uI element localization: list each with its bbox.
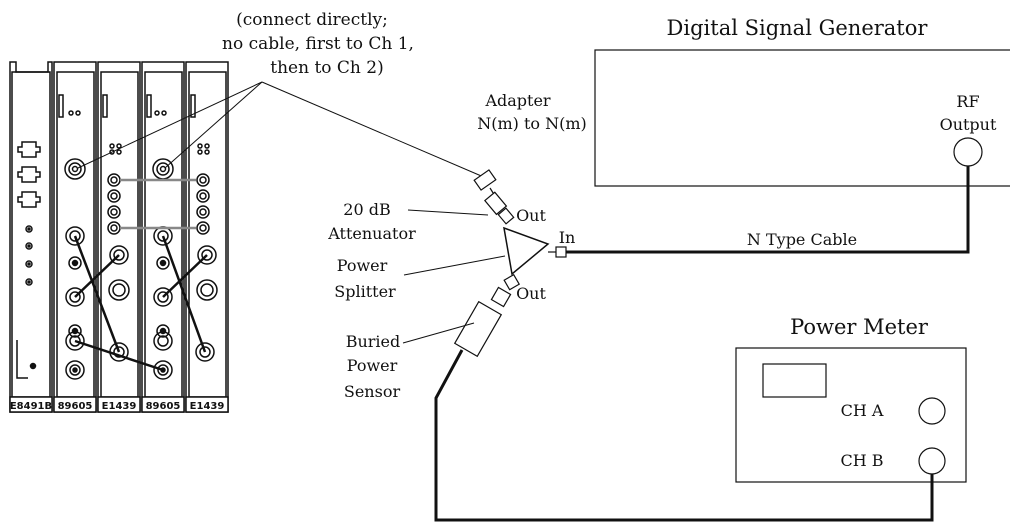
splitter-out-bottom-label: Out — [516, 284, 546, 303]
adapter-label-2: N(m) to N(m) — [477, 114, 587, 133]
signal-generator-box — [594, 49, 1010, 187]
ch-b-connector — [918, 447, 946, 475]
power-meter-title: Power Meter — [790, 315, 929, 339]
module-coax-cables — [73, 235, 208, 372]
module-jumper-cables — [120, 178, 196, 230]
buried-power-sensor — [453, 286, 512, 358]
splitter-in-label: In — [559, 228, 576, 247]
splitter-out-port-bottom — [503, 273, 521, 291]
module-label-1: E8491B — [10, 401, 52, 412]
n-type-cable — [566, 166, 970, 254]
module-label-2: 89605 — [58, 401, 93, 412]
attenuator — [484, 191, 515, 225]
note-leader-lines — [77, 81, 487, 179]
signal-generator-title: Digital Signal Generator — [667, 16, 929, 40]
rf-output-label-1: RF — [956, 92, 979, 111]
sensor-label-2: Power — [347, 356, 398, 375]
rf-output-label-2: Output — [940, 115, 997, 134]
sensor-leader — [402, 322, 475, 344]
splitter-label-1: Power — [337, 256, 388, 275]
module-e1439-b — [185, 61, 229, 413]
ch-b-label: CH B — [840, 451, 883, 470]
module-label-5: E1439 — [190, 401, 225, 412]
module-label-4: 89605 — [146, 401, 181, 412]
vxi-mainframe — [9, 61, 229, 413]
attenuator-leader — [407, 209, 489, 216]
splitter-label-2: Splitter — [334, 282, 396, 301]
note-line-1: (connect directly; — [236, 10, 388, 30]
splitter-out-top-label: Out — [516, 206, 546, 225]
n-type-cable-label: N Type Cable — [747, 230, 857, 249]
module-label-3: E1439 — [102, 401, 137, 412]
note-line-3: then to Ch 2) — [270, 58, 383, 78]
splitter-leader — [403, 255, 506, 276]
attenuator-label-2: Attenuator — [327, 224, 416, 243]
module-e8491b — [9, 61, 53, 413]
power-meter-display — [762, 363, 827, 398]
power-splitter — [503, 226, 550, 276]
power-meter-box — [735, 347, 967, 483]
sensor-cable — [434, 349, 934, 522]
rf-output-connector — [953, 137, 983, 167]
sensor-label-1: Buried — [346, 332, 401, 351]
splitter-in-port — [555, 246, 567, 258]
attenuator-label-1: 20 dB — [343, 200, 390, 219]
ch-a-label: CH A — [841, 401, 884, 420]
note-line-2: no cable, first to Ch 1, — [222, 34, 414, 54]
ch-a-connector — [918, 397, 946, 425]
adapter-label-1: Adapter — [484, 91, 550, 110]
sensor-label-3: Sensor — [344, 382, 401, 401]
